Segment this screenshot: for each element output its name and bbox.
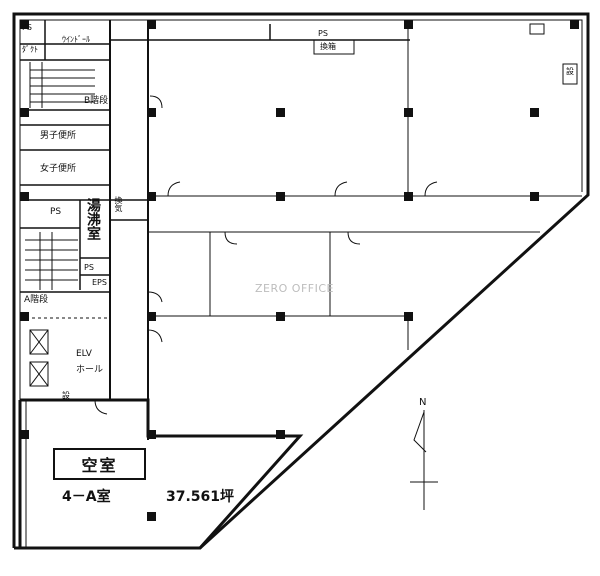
stair-b-label: B階段 [84, 96, 109, 106]
inner-wall [19, 19, 583, 548]
ps-upper-right-label: PS [318, 29, 328, 38]
kyutoshitsu-label: 湯沸室 [85, 198, 101, 240]
kankan-label: 換箱 [320, 42, 336, 51]
north-label: N [419, 397, 427, 408]
eps-label: EPS [92, 278, 107, 287]
dust-label: ﾀﾞｸﾄ [22, 45, 38, 54]
watermark: ZERO OFFICE [255, 282, 334, 295]
north-arrow [410, 410, 438, 510]
room-area: 37.561坪 [166, 489, 235, 505]
mens-wc-label: 男子便所 [40, 131, 77, 141]
hall-label: ホール [76, 365, 104, 375]
room-name: 4－A室 [62, 489, 111, 505]
vacancy-badge: 空室 [53, 448, 146, 480]
stair-a-graphic [25, 232, 78, 290]
pipe-small-label: 設 [62, 391, 70, 400]
ps-small-label: PS [84, 263, 94, 272]
elv-label: ELV [76, 349, 92, 359]
window-door-label: ｳｲﾝﾄﾞｰﾙ [62, 35, 90, 44]
stair-a-label: A階段 [24, 295, 49, 305]
room-4a-outline [18, 398, 304, 550]
kanki-label: 換気 [114, 196, 123, 212]
ps-top-label: PS [22, 23, 32, 32]
columns [20, 20, 579, 521]
stair-b-graphic [29, 62, 95, 108]
ps-mid-label: PS [50, 207, 62, 217]
womens-wc-label: 女子便所 [40, 164, 77, 174]
shaft-right-label: 設 [566, 67, 574, 76]
